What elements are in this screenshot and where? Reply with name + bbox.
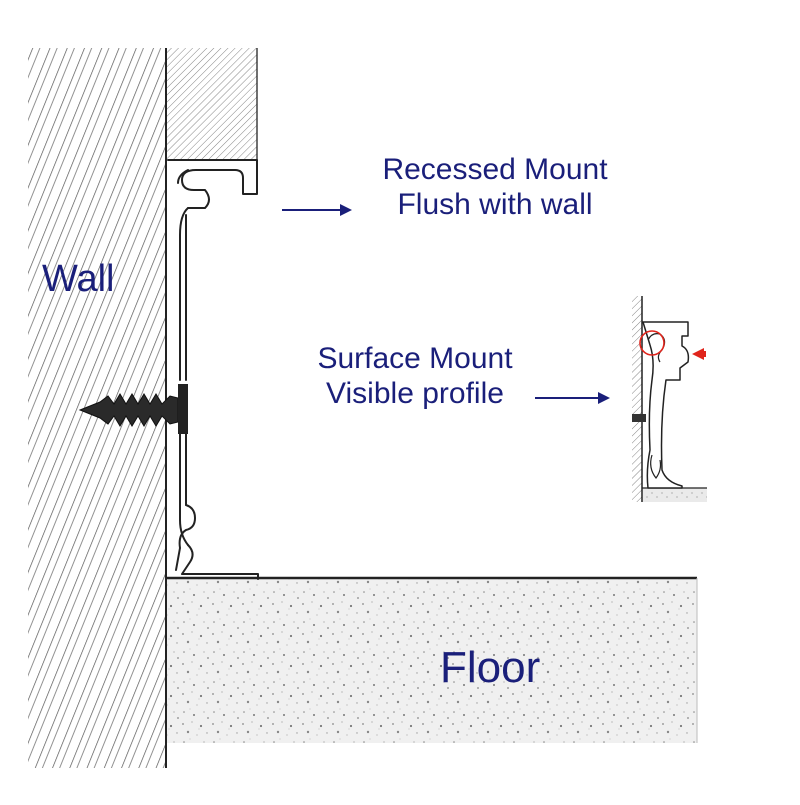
floor-label: Floor bbox=[440, 643, 541, 692]
surface-mount-label: Surface Mount Visible profile bbox=[270, 341, 560, 412]
recessed-profile bbox=[167, 159, 259, 580]
recessed-subtitle: Flush with wall bbox=[397, 188, 593, 222]
wall-anchor-icon bbox=[78, 384, 188, 434]
profile-top-cap bbox=[167, 159, 258, 195]
wall-label: Wall bbox=[42, 258, 115, 300]
arrow-right-icon bbox=[282, 204, 352, 216]
surface-title: Surface Mount bbox=[317, 342, 513, 375]
recessed-mount-label: Recessed Mount Flush with wall bbox=[325, 152, 665, 223]
surface-mount-inset bbox=[632, 296, 707, 502]
inset-fastener bbox=[632, 414, 646, 422]
wall-finish-hatch bbox=[167, 48, 257, 160]
highlight-circle bbox=[639, 330, 665, 356]
inset-profile bbox=[642, 321, 690, 489]
arrow-right-icon bbox=[535, 392, 610, 404]
wall-finish-block bbox=[167, 48, 258, 160]
floor-fill bbox=[167, 578, 697, 743]
profile-bottom-foot bbox=[181, 544, 259, 580]
profile-top-clip bbox=[181, 169, 210, 209]
recessed-title: Recessed Mount bbox=[382, 153, 608, 186]
floor-section bbox=[166, 576, 698, 743]
arrow-left-icon bbox=[692, 348, 704, 360]
profile-bottom-clip bbox=[175, 504, 196, 571]
inset-wall-hatch bbox=[632, 296, 642, 502]
anchor-head bbox=[178, 384, 188, 434]
inset-floor bbox=[643, 488, 707, 502]
profile-clip-detail bbox=[177, 169, 189, 184]
arrow-left-icon-tail bbox=[703, 351, 706, 357]
inset-profile-foot bbox=[650, 454, 662, 479]
profile-web bbox=[179, 207, 189, 546]
surface-subtitle: Visible profile bbox=[326, 377, 504, 411]
